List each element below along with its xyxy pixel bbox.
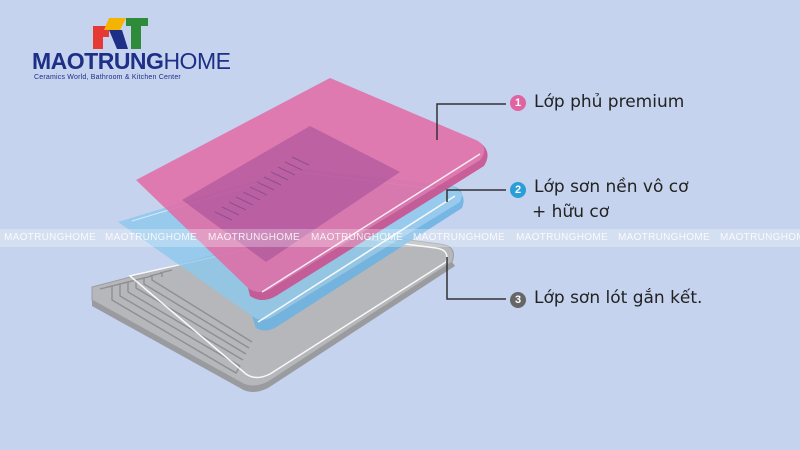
- layer-1-number-badge: 1: [510, 95, 526, 111]
- layer-1-label: Lớp phủ premium: [534, 92, 685, 112]
- logo-mark-icon: [93, 18, 148, 49]
- logo-tagline: Ceramics World, Bathroom & Kitchen Cente…: [34, 74, 181, 81]
- logo-brand-light: HOME: [163, 48, 231, 74]
- leader-line-2: [446, 189, 506, 202]
- leader-line-3: [446, 257, 506, 300]
- watermark-text: MAOTRUNGHOME: [208, 232, 300, 243]
- layer-2-label-line1: Lớp sơn nền vô cơ: [534, 177, 689, 197]
- layer-3-number-badge: 3: [510, 292, 526, 308]
- layer-2-label-line2: + hữu cơ: [532, 202, 610, 222]
- leader-line-1: [436, 103, 506, 140]
- leader-lines: [436, 103, 506, 300]
- watermark-band: [0, 229, 800, 247]
- watermark-text: MAOTRUNGHOME: [618, 232, 710, 243]
- watermark-text: MAOTRUNGHOME: [720, 232, 800, 243]
- watermark-text: MAOTRUNGHOME: [311, 232, 403, 243]
- watermark-text: MAOTRUNGHOME: [4, 232, 96, 243]
- logo-wordmark: MAOTRUNGHOME: [32, 48, 231, 75]
- layer-3-label: Lớp sơn lót gắn kết.: [534, 288, 703, 308]
- watermark-text: MAOTRUNGHOME: [105, 232, 197, 243]
- layer-1-pink-sheet: [136, 78, 488, 300]
- logo-brand-bold: MAOTRUNG: [32, 48, 164, 74]
- layer-2-number-badge: 2: [510, 182, 526, 198]
- watermark-text: MAOTRUNGHOME: [413, 232, 505, 243]
- watermark-text: MAOTRUNGHOME: [516, 232, 608, 243]
